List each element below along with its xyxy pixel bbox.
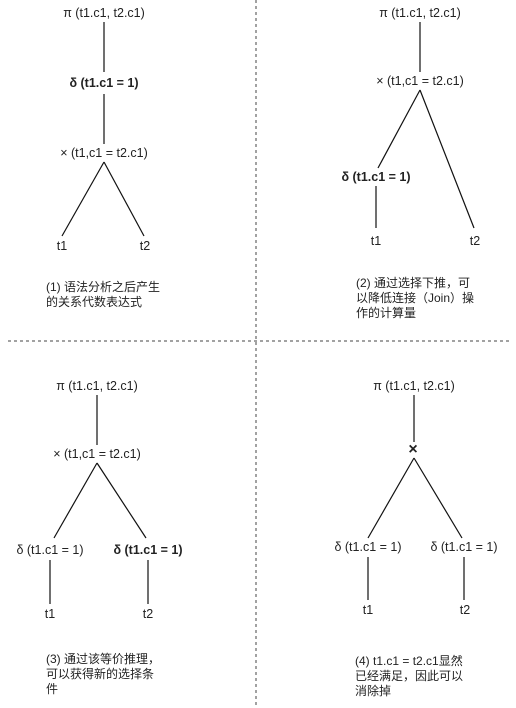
edge-p4-join-select-left bbox=[367, 457, 415, 539]
p4-join-node: × bbox=[406, 441, 420, 458]
p2-caption-line: (2) 通过选择下推，可 bbox=[356, 276, 471, 290]
p4-caption: (4) t1.c1 = t2.c1显然 已经满足，因此可以 消除掉 bbox=[355, 654, 463, 699]
p1-leaf-t1: t1 bbox=[54, 239, 70, 253]
p1-join-node: × (t1,c1 = t2.c1) bbox=[58, 146, 150, 160]
p1-select-node: δ (t1.c1 = 1) bbox=[67, 76, 141, 90]
p1-caption-line: (1) 语法分析之后产生 bbox=[46, 280, 161, 294]
p2-leaf-t2: t2 bbox=[467, 234, 483, 248]
p4-leaf-t2: t2 bbox=[457, 603, 473, 617]
p4-leaf-t1: t1 bbox=[360, 603, 376, 617]
p3-caption-line: 可以获得新的选择条 bbox=[46, 667, 155, 681]
p3-project-node: π (t1.c1, t2.c1) bbox=[54, 379, 140, 393]
p4-select-right-node: δ (t1.c1 = 1) bbox=[428, 540, 500, 554]
p3-caption-line: (3) 通过该等价推理， bbox=[46, 652, 161, 666]
edge-p3-join-select-right bbox=[96, 462, 147, 539]
edge-p3-join-select-left bbox=[53, 462, 98, 539]
p2-leaf-t1: t1 bbox=[368, 234, 384, 248]
p2-caption-line: 以降低连接（Join）操 bbox=[356, 291, 475, 305]
edge-p2-join-select bbox=[377, 89, 421, 169]
edge-p1-join-t1 bbox=[61, 161, 105, 237]
edge-p2-join-t2 bbox=[419, 89, 475, 229]
p2-select-node: δ (t1.c1 = 1) bbox=[339, 170, 413, 184]
p3-caption-line: 件 bbox=[46, 682, 59, 696]
p3-leaf-t2: t2 bbox=[140, 607, 156, 621]
p3-select-left-node: δ (t1.c1 = 1) bbox=[14, 543, 86, 557]
p3-join-node: × (t1,c1 = t2.c1) bbox=[51, 447, 143, 461]
p1-leaf-t2: t2 bbox=[137, 239, 153, 253]
p3-caption: (3) 通过该等价推理， 可以获得新的选择条 件 bbox=[46, 652, 160, 697]
p4-select-left-node: δ (t1.c1 = 1) bbox=[332, 540, 404, 554]
p3-select-right-node: δ (t1.c1 = 1) bbox=[111, 543, 185, 557]
edge-p1-join-t2 bbox=[103, 161, 145, 237]
p4-project-node: π (t1.c1, t2.c1) bbox=[371, 379, 457, 393]
p1-project-node: π (t1.c1, t2.c1) bbox=[61, 6, 147, 20]
p4-caption-line: 消除掉 bbox=[355, 684, 392, 698]
p3-leaf-t1: t1 bbox=[42, 607, 58, 621]
p2-join-node: × (t1,c1 = t2.c1) bbox=[374, 74, 466, 88]
p1-caption-line: 的关系代数表达式 bbox=[46, 295, 143, 309]
p2-caption: (2) 通过选择下推，可 以降低连接（Join）操 作的计算量 bbox=[356, 276, 474, 321]
edge-p4-join-select-right bbox=[413, 457, 463, 539]
p4-caption-line: (4) t1.c1 = t2.c1显然 bbox=[355, 654, 463, 668]
p2-caption-line: 作的计算量 bbox=[356, 306, 417, 320]
p1-caption: (1) 语法分析之后产生 的关系代数表达式 bbox=[46, 280, 160, 310]
p4-caption-line: 已经满足，因此可以 bbox=[355, 669, 464, 683]
p2-project-node: π (t1.c1, t2.c1) bbox=[377, 6, 463, 20]
